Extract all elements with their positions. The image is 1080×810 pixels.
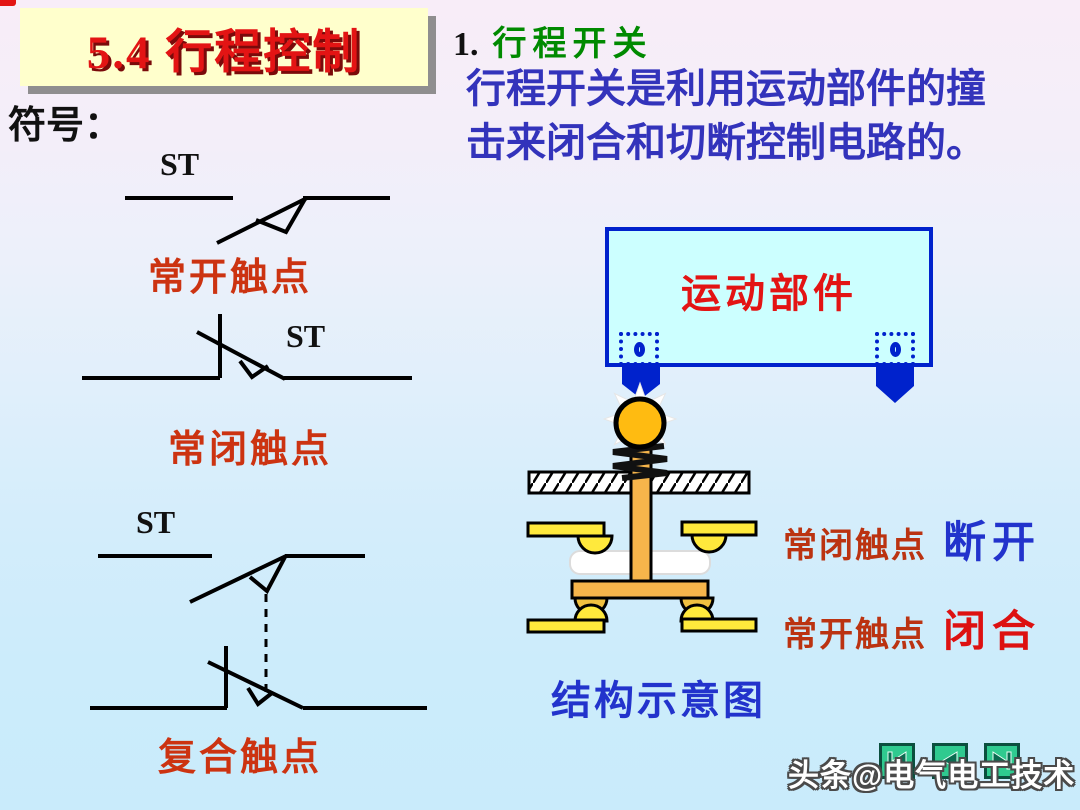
compound-contact-symbol <box>90 554 427 710</box>
nc-fixed-bar-left <box>526 521 606 538</box>
left-dog-slot <box>619 332 659 366</box>
nc-fixed-contact-right <box>690 533 728 554</box>
nav-first-button[interactable] <box>879 743 915 779</box>
panel-plate-left <box>527 470 634 495</box>
no-state-label: 常开触点 <box>783 617 927 654</box>
no-fixed-bar-left <box>526 618 606 634</box>
left-cam <box>622 366 660 399</box>
nc-fixed-contact-left <box>576 534 614 555</box>
body-line-1: 行程开关是利用运动部件的撞 <box>466 66 986 111</box>
section-heading: 1. 行程开关 <box>453 16 653 65</box>
page-title: 5.4 行程控制 <box>86 26 362 79</box>
no-fixed-contact-right <box>679 603 715 623</box>
section-title: 行程开关 <box>492 26 653 63</box>
no-moving-contact-right <box>679 596 715 616</box>
nc-state-row: 常闭触点 断开 <box>783 508 1041 570</box>
no-state-value: 闭合 <box>943 609 1041 656</box>
watermark: 头条@电气电工技术 <box>788 758 1076 793</box>
panel-plate-right <box>649 470 751 495</box>
nc-contact-symbol <box>82 314 412 381</box>
nav-next-button[interactable] <box>984 743 1020 779</box>
title-box: 5.4 行程控制 <box>20 8 428 86</box>
limit-switch-structure <box>526 366 914 634</box>
symbols-label: 符号： <box>8 105 123 147</box>
no-fixed-bar-right <box>680 617 758 633</box>
previous-icon <box>942 751 958 770</box>
roller-ball <box>613 396 667 450</box>
no-moving-bridge <box>570 579 710 600</box>
st-label-3: ST <box>136 504 176 540</box>
body-text: 行程开关是利用运动部件的撞 击来闭合和切断控制电路的。 <box>466 62 1026 170</box>
no-moving-contact-left <box>573 596 609 616</box>
corner-mark <box>0 0 16 6</box>
left-dog-ring-icon <box>633 341 645 357</box>
nc-moving-bridge <box>569 550 711 575</box>
structure-diagram-caption: 结构示意图 <box>551 678 766 723</box>
return-spring <box>612 443 668 481</box>
st-label-1: ST <box>160 146 200 182</box>
impact-burst <box>602 381 678 457</box>
body-line-2: 击来闭合和切断控制电路的。 <box>466 120 986 165</box>
no-contact-caption: 常开触点 <box>148 257 313 299</box>
nav-previous-button[interactable] <box>932 743 968 779</box>
skip-to-start-icon <box>887 751 907 770</box>
no-contact-symbol <box>125 196 390 245</box>
nc-fixed-bar-right <box>680 520 758 537</box>
section-number: 1. <box>453 26 479 63</box>
no-state-row: 常开触点 闭合 <box>783 597 1041 659</box>
right-cam <box>876 366 914 403</box>
compound-contact-caption: 复合触点 <box>158 737 323 779</box>
no-fixed-contact-left <box>573 603 609 623</box>
nc-state-label: 常闭触点 <box>783 528 927 565</box>
st-label-2: ST <box>286 318 326 354</box>
moving-part-box: 运动部件 <box>605 227 933 367</box>
nc-state-value: 断开 <box>943 520 1041 567</box>
skip-to-end-icon <box>992 751 1012 770</box>
right-dog-ring-icon <box>889 341 901 357</box>
plunger-rod <box>629 444 653 588</box>
right-dog-slot <box>875 332 915 366</box>
moving-part-label: 运动部件 <box>681 271 857 316</box>
nc-contact-caption: 常闭触点 <box>168 429 333 471</box>
